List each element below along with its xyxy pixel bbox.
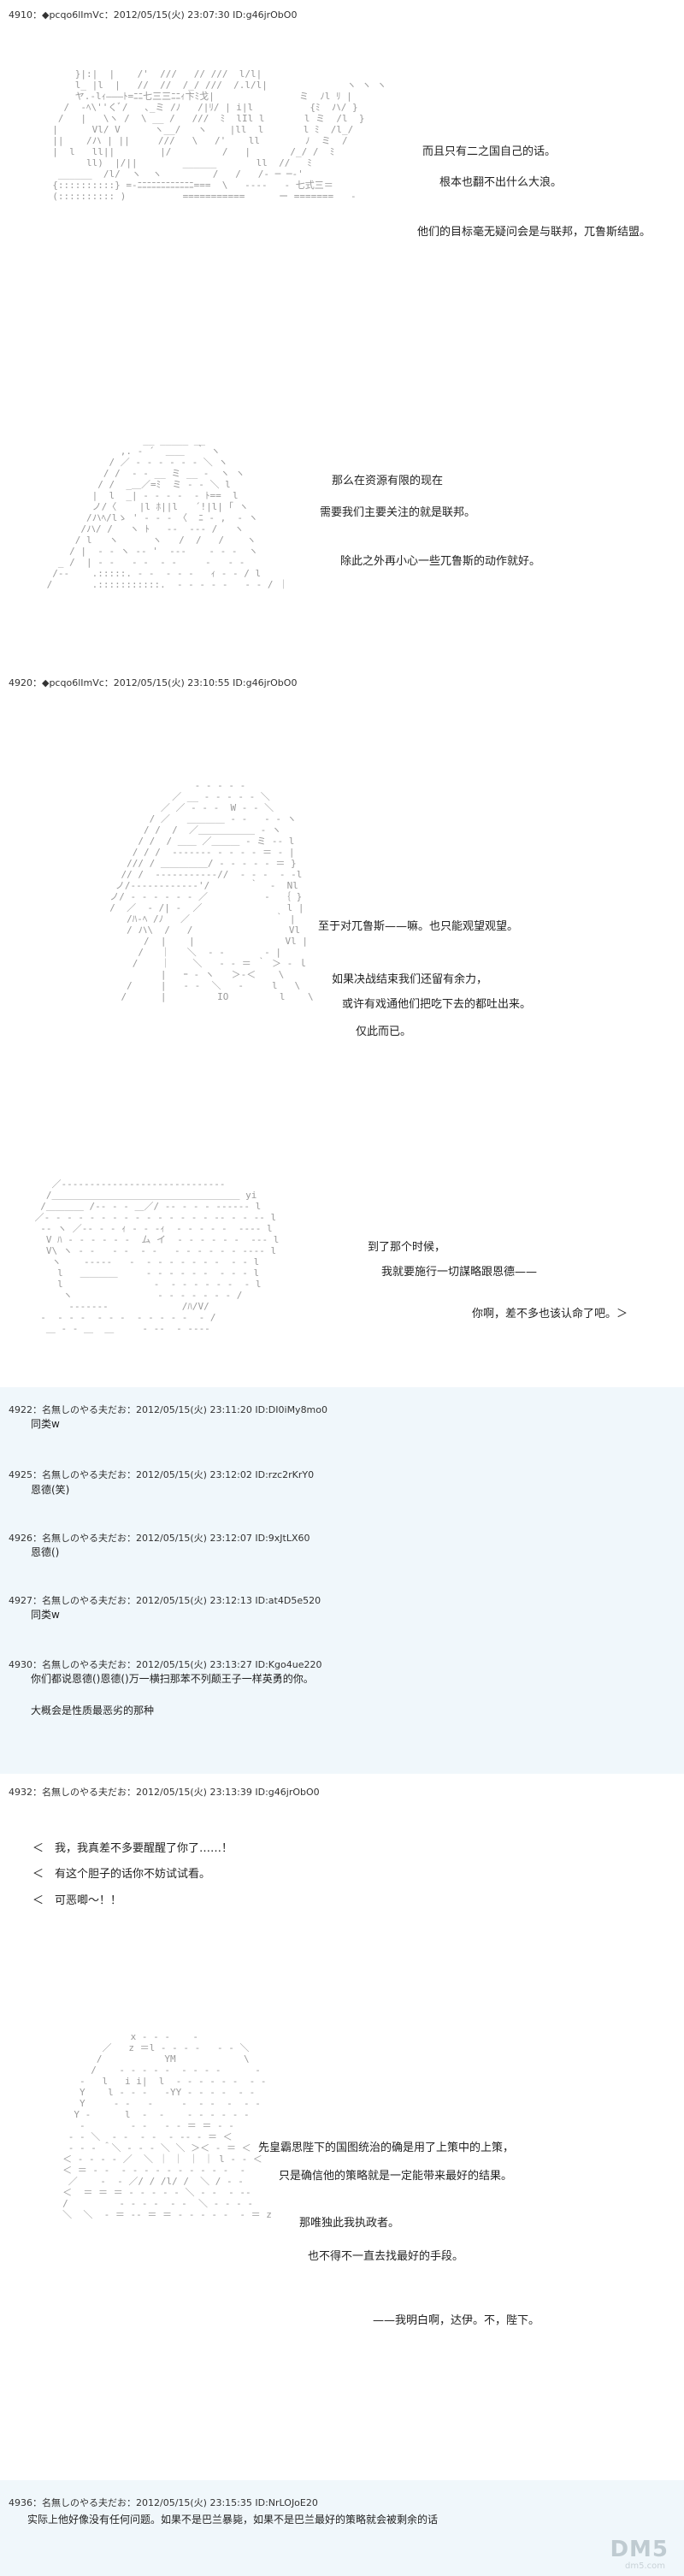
- ascii-art-character: }|:| | /' /// // /// l/l| l_ |l | // // …: [52, 68, 386, 202]
- ascii-art-character: ／‐‐‐‐‐‐‐‐‐‐‐‐‐‐‐‐‐‐‐‐‐‐‐‐‐‐‐‐‐ /＿＿＿＿＿＿＿＿…: [34, 1179, 280, 1334]
- comment-header: 4930：名無しのやる夫だお：2012/05/15(火) 23:13:27 ID…: [9, 1659, 322, 1670]
- dialogue-line: 那么在资源有限的现在: [332, 475, 444, 487]
- ascii-art-character: ‐ ‐ ‐ ‐ ‐ ／ __ ‐ ‐ ‐ ‐ ‐ ＼ ／ ／ ‐ ‐ ‐ W ‐…: [109, 780, 314, 1002]
- dialogue-line: 如果决战结束我们还留有余力，: [332, 973, 488, 986]
- post-header: 4932：名無しのやる夫だお：2012/05/15(火) 23:13:39 ID…: [9, 1787, 320, 1798]
- comments-panel: [0, 2480, 684, 2576]
- dialogue-line: ＜ 有这个胆子的话你不妨试试看。: [32, 1868, 211, 1881]
- dialogue-line: 先皇霸思陛下的国图统治的确是用了上策中的上策，: [258, 2142, 515, 2154]
- watermark-url: dm5.com: [625, 2561, 665, 2571]
- comment-body: 实际上他好像没有任何问题。如果不是巴兰暴毙，如果不是巴兰最好的策略就会被剩余的话: [27, 2514, 439, 2526]
- comment-header: 4927：名無しのやる夫だお：2012/05/15(火) 23:12:13 ID…: [9, 1595, 321, 1606]
- comments-panel: [0, 1387, 684, 1774]
- dialogue-line: ＜ 可恶唧～！！: [32, 1894, 122, 1907]
- dialogue-line: 或许有戏通他们把吃下去的都吐出来。: [342, 998, 532, 1011]
- ascii-art-character: __ _____ __ ,. ‐ ´ ＿＿ ｀ ヽ / ／ ‐ ‐ ‐ ‐ ‐ …: [46, 434, 289, 590]
- dialogue-line: 到了那个时候，: [368, 1241, 446, 1254]
- dialogue-line: 除此之外再小心一些兀鲁斯的动作就好。: [340, 555, 541, 568]
- post-header: 4920：◆pcqo6lImVc：2012/05/15(火) 23:10:55 …: [9, 677, 298, 688]
- comment-header: 4926：名無しのやる夫だお：2012/05/15(火) 23:12:07 ID…: [9, 1533, 310, 1544]
- dialogue-line: 我就要施行一切謀略跟恩德——: [381, 1266, 538, 1279]
- dialogue-line: ＜ 我，我真差不多要醒醒了你了……！: [32, 1842, 233, 1855]
- dialogue-line: ——我明白啊，达伊。不，陛下。: [373, 2314, 540, 2327]
- dialogue-line: 根本也翻不出什么大浪。: [439, 176, 563, 189]
- dialogue-line: 需要我们主要关注的就是联邦。: [320, 506, 476, 519]
- comment-body: 大概会是性质最恶劣的那种: [31, 1705, 155, 1716]
- dialogue-line: 他们的目标毫无疑问会是与联邦，兀鲁斯结盟。: [417, 226, 652, 239]
- dialogue-line: 而且只有二之国自己的话。: [422, 145, 557, 158]
- comment-header: 4925：名無しのやる夫だお：2012/05/15(火) 23:12:02 ID…: [9, 1469, 315, 1480]
- comment-body: 同类w: [31, 1609, 60, 1621]
- post-header: 4910：◆pcqo6lImVc：2012/05/15(火) 23:07:30 …: [9, 9, 298, 21]
- comment-header: 4936：名無しのやる夫だお：2012/05/15(火) 23:15:35 ID…: [9, 2497, 318, 2508]
- dialogue-line: 那唯独此我执政者。: [299, 2217, 400, 2230]
- comment-body: 恩德(笑): [31, 1484, 70, 1496]
- dialogue-line: 也不得不一直去找最好的手段。: [308, 2250, 464, 2263]
- watermark-logo: DM5: [610, 2537, 669, 2562]
- comment-header: 4922：名無しのやる夫だお：2012/05/15(火) 23:11:20 ID…: [9, 1404, 328, 1415]
- comment-body: 你们都说恩德()恩德()万一横扫那苯不列颠王子一样英勇的你。: [31, 1673, 314, 1685]
- dialogue-line: 你啊，差不多也该认命了吧。＞: [472, 1308, 628, 1320]
- dialogue-line: 至于对兀鲁斯——嘛。也只能观望观望。: [318, 920, 519, 933]
- comment-body: 恩德(): [31, 1546, 60, 1558]
- comment-body: 同类w: [31, 1418, 60, 1430]
- dialogue-line: 只是确信他的策略就是一定能带来最好的结果。: [279, 2170, 513, 2183]
- dialogue-line: 仅此而已。: [356, 1025, 412, 1038]
- ascii-art-character: x ‐ ‐ ‐ ‐ ／ z ＝l ‐ ‐ ‐ ‐ ‐ ‐ ＼ / YM \ / …: [62, 2031, 272, 2220]
